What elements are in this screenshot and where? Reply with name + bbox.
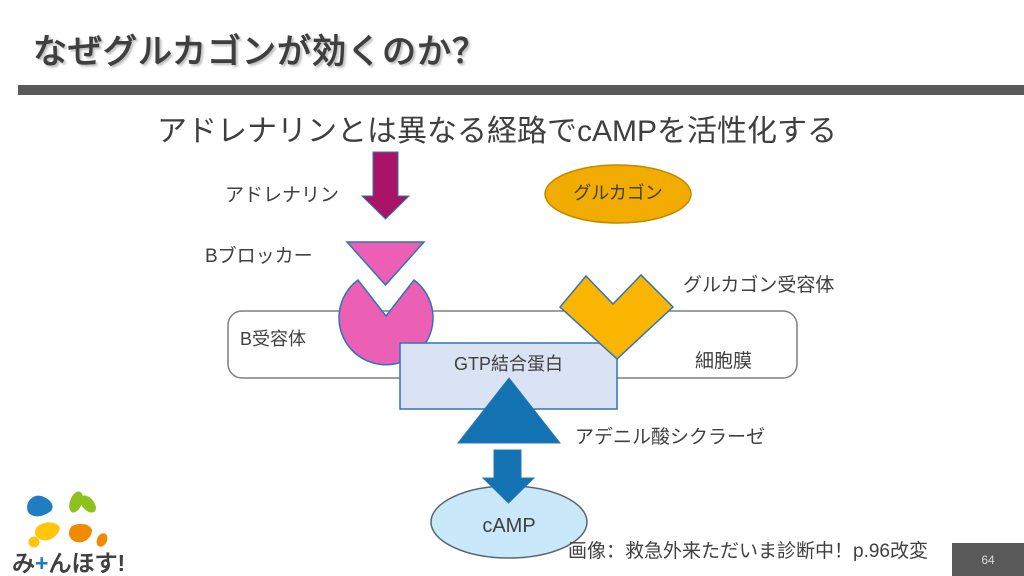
slide-subtitle: アドレナリンとは異なる経路でcAMPを活性化する — [157, 115, 838, 148]
logo-text: み+んほす! — [12, 544, 125, 576]
label-b-blocker: Bブロッカー — [205, 246, 313, 267]
logo-text-pre: み — [12, 550, 35, 576]
logo-leaf-green-1 — [69, 491, 83, 513]
adrenaline-arrow — [360, 151, 411, 220]
logo-petal-yellow — [34, 522, 60, 541]
logo-petal-blue — [27, 495, 53, 517]
b-blocker-triangle — [345, 241, 426, 287]
minhos-logo-icon — [27, 491, 108, 548]
logo-text-post: んほす! — [48, 550, 126, 576]
label-adenylate-cyclase: アデニル酸シクラーゼ — [575, 427, 766, 448]
label-glucagon-receptor: グルカゴン受容体 — [683, 275, 835, 296]
image-credit-caption: 画像：救急外来ただいま診断中！p.96改変 — [568, 541, 928, 562]
page-number: 64 — [981, 552, 995, 567]
adenylate-cyclase-triangle — [456, 377, 562, 444]
glucagon-ellipse — [544, 164, 692, 224]
label-adrenaline: アドレナリン — [225, 185, 340, 206]
label-b-receptor: B受容体 — [240, 329, 307, 349]
cyclase-to-camp-arrow — [481, 449, 536, 504]
logo-leaf-green-2 — [80, 495, 96, 513]
label-cell-membrane: 細胞膜 — [695, 351, 753, 372]
label-gtp-protein: GTP結合蛋白 — [453, 354, 563, 374]
logo-plus-sign: + — [35, 550, 49, 576]
label-glucagon: グルカゴン — [573, 183, 663, 203]
title-underline-bar — [18, 85, 1024, 95]
logo-dot-orange — [96, 533, 108, 547]
logo-petal-orange — [68, 523, 92, 543]
slide-title: なぜグルカゴンが効くのか？ — [33, 33, 487, 71]
logo-dot-yellow — [28, 536, 40, 548]
glucagon-receptor-shape — [558, 273, 675, 361]
label-camp: cAMP — [482, 515, 536, 537]
page-number-box: 64 — [952, 543, 1024, 576]
